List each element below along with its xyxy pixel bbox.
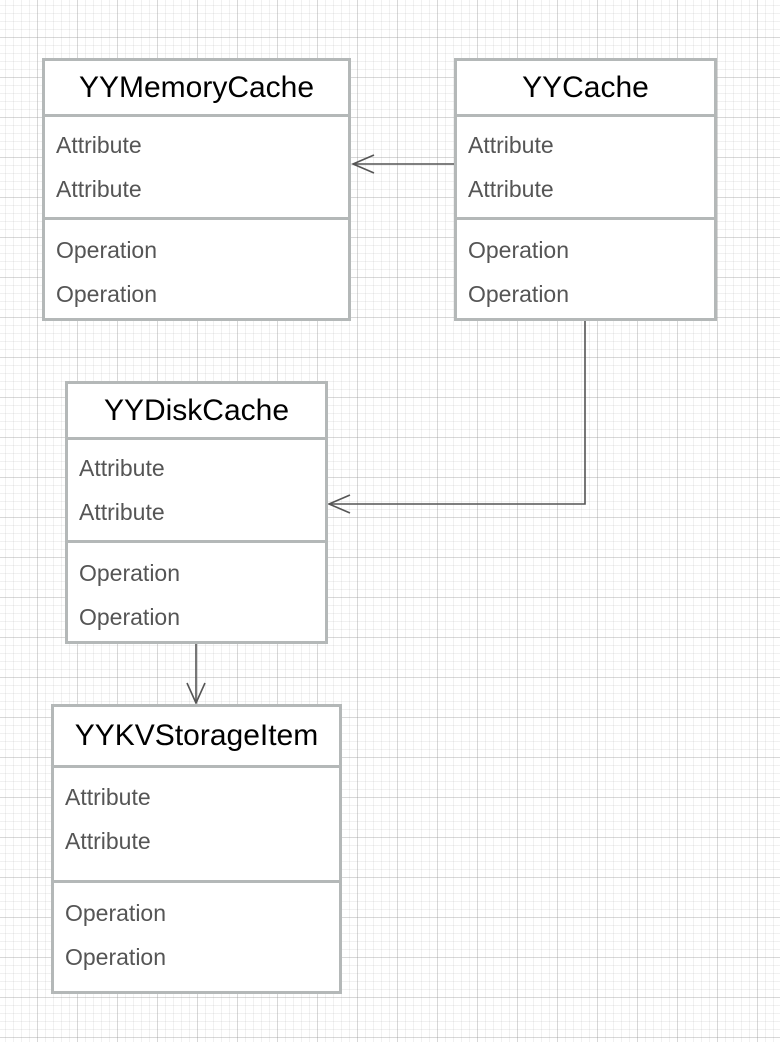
attribute-row: Attribute (65, 828, 151, 854)
attribute-row: Attribute (56, 132, 142, 158)
open-arrowhead-icon (186, 682, 206, 705)
attributes-section: Attribute Attribute (45, 117, 348, 220)
class-yydiskcache[interactable]: YYDiskCache Attribute Attribute Operatio… (65, 381, 328, 644)
association-yydiskcache-to-yykvstorageitem (186, 643, 206, 705)
operations-section: Operation Operation (54, 883, 339, 979)
open-arrowhead-icon (326, 494, 351, 514)
class-name: YYCache (457, 61, 714, 117)
operation-row: Operation (79, 560, 181, 586)
operation-row: Operation (468, 281, 570, 307)
attribute-row: Attribute (79, 499, 165, 525)
operation-row: Operation (65, 944, 167, 970)
attribute-row: Attribute (468, 132, 554, 158)
class-yykvstorageitem[interactable]: YYKVStorageItem Attribute Attribute Oper… (51, 704, 342, 994)
operations-section: Operation Operation (457, 220, 714, 316)
attribute-row: Attribute (65, 784, 151, 810)
attribute-row: Attribute (79, 455, 165, 481)
open-arrowhead-icon (350, 154, 375, 174)
attribute-row: Attribute (56, 176, 142, 202)
operation-row: Operation (65, 900, 167, 926)
class-name: YYKVStorageItem (54, 707, 339, 768)
operation-row: Operation (79, 604, 181, 630)
attributes-section: Attribute Attribute (68, 440, 325, 543)
association-yycache-to-yymemorycache (350, 154, 455, 174)
operations-section: Operation Operation (68, 543, 325, 639)
class-name: YYDiskCache (68, 384, 325, 440)
attribute-row: Attribute (468, 176, 554, 202)
class-yycache[interactable]: YYCache Attribute Attribute Operation Op… (454, 58, 717, 321)
class-yymemorycache[interactable]: YYMemoryCache Attribute Attribute Operat… (42, 58, 351, 321)
association-yycache-to-yydiskcache (326, 320, 586, 514)
operation-row: Operation (56, 281, 158, 307)
class-name: YYMemoryCache (45, 61, 348, 117)
operation-row: Operation (468, 237, 570, 263)
operation-row: Operation (56, 237, 158, 263)
attributes-section: Attribute Attribute (457, 117, 714, 220)
operations-section: Operation Operation (45, 220, 348, 316)
attributes-section: Attribute Attribute (54, 768, 339, 883)
